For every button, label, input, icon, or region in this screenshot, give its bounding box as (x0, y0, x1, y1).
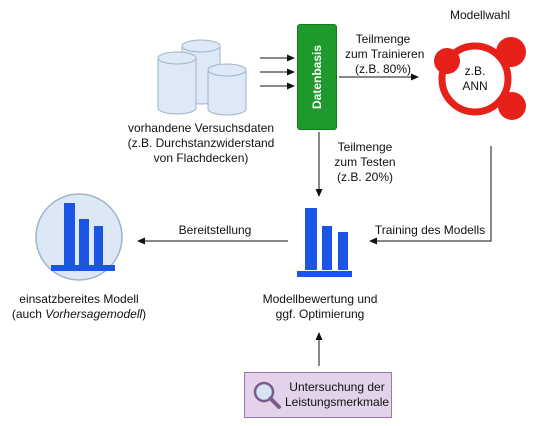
ann-line-2: ANN (462, 79, 488, 93)
train-split-line-3: (z.B. 80%) (354, 62, 411, 76)
input-arrows (260, 54, 295, 90)
model-bar-chart-icon (35, 193, 123, 281)
test-split-label: Teilmenge zum Testen (z.B. 20%) (325, 140, 405, 185)
training-label: Training des Modells (374, 223, 486, 237)
train-split-line-2: zum Trainieren (345, 47, 425, 61)
database-cylinder-icon (207, 63, 247, 116)
versuchsdaten-label: vorhandene Versuchsdaten (z.B. Durchstan… (120, 121, 282, 166)
performance-analysis-box: Untersuchung der Leistungsmerkmale (244, 372, 392, 418)
versuchsdaten-line-3: von Flachdecken) (153, 151, 249, 165)
performance-analysis-text: Untersuchung der Leistungsmerkmale (285, 380, 389, 410)
versuchsdaten-line-2: (z.B. Durchstanzwiderstand (127, 136, 275, 150)
test-split-line-3: (z.B. 20%) (336, 170, 393, 184)
database-cylinders-icon (157, 39, 247, 116)
evaluation-line-2: ggf. Optimierung (275, 307, 365, 321)
ann-text: z.B. ANN (455, 64, 495, 94)
evaluation-label: Modellbewertung und ggf. Optimierung (260, 292, 380, 322)
ann-network-icon (434, 37, 526, 120)
evaluation-line-1: Modellbewertung und (262, 292, 378, 306)
datenbasis-box: Datenbasis (297, 24, 337, 130)
test-split-line-2: zum Testen (334, 155, 396, 169)
versuchsdaten-line-1: vorhandene Versuchsdaten (127, 121, 275, 135)
bereitstellung-label: Bereitstellung (178, 223, 252, 237)
ann-line-1: z.B. (464, 64, 486, 78)
performance-analysis-line-1: Untersuchung der (289, 380, 385, 394)
test-split-line-1: Teilmenge (337, 140, 393, 154)
datenbasis-label: Datenbasis (310, 44, 324, 110)
performance-analysis-line-2: Leistungsmerkmale (285, 395, 390, 409)
train-split-label: Teilmenge zum Trainieren (z.B. 80%) (345, 32, 425, 77)
train-split-line-1: Teilmenge (355, 32, 411, 46)
training-arrow (369, 146, 492, 245)
model-line-2: (auch Vorhersagemodell) (11, 307, 147, 321)
modellwahl-label: Modellwahl (450, 8, 511, 22)
bar-chart-icon (297, 208, 352, 277)
magnifier-icon (253, 381, 281, 409)
model-line-1: einsatzbereites Modell (19, 292, 139, 306)
model-label: einsatzbereites Modell (auch Vorhersagem… (4, 292, 154, 322)
database-cylinder-icon (157, 51, 197, 115)
